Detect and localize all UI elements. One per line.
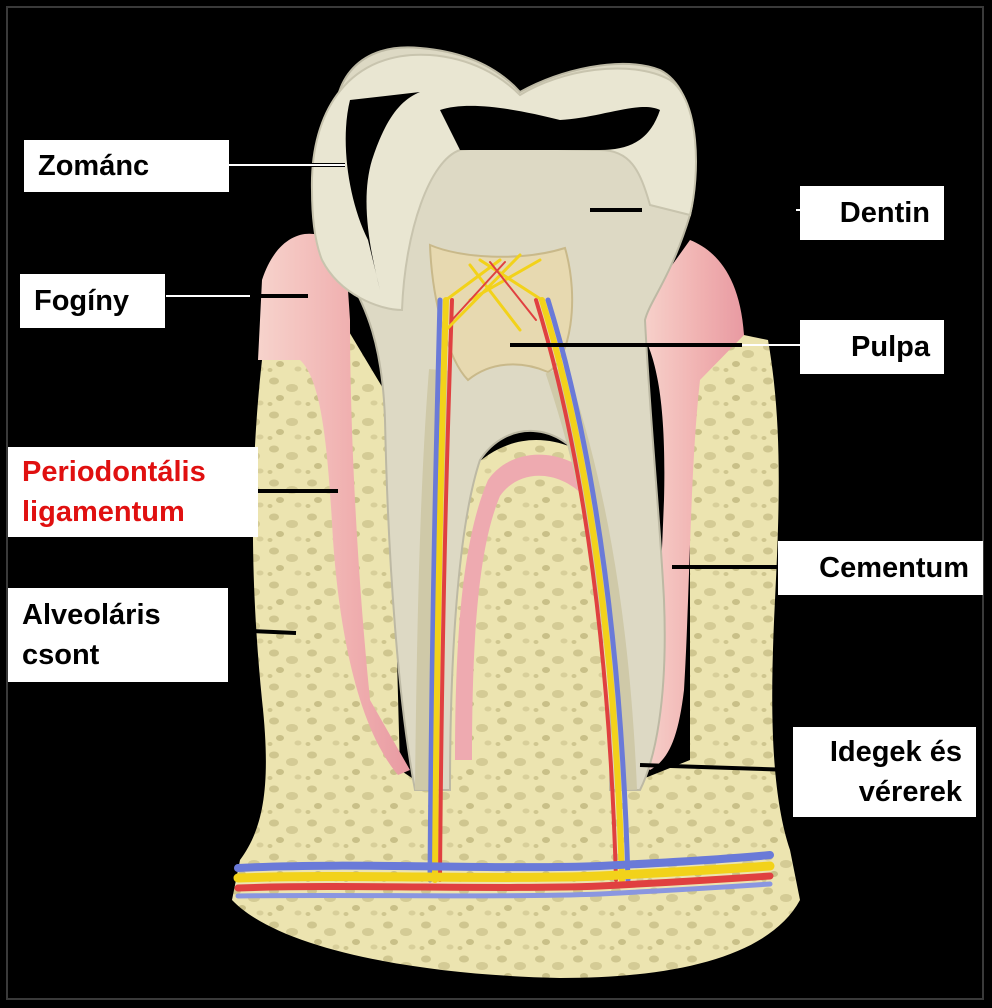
label-gum: Fogíny [20,274,165,328]
label-periodontal-line1: Periodontális [22,456,206,488]
leader-nerves [639,763,793,772]
label-periodontal-line2: ligamentum [22,496,185,528]
alveolar-bone-shape [232,300,800,978]
crown-shadow-top [440,105,660,150]
main-vessel-bundle [233,851,775,899]
gum-right-shape [640,240,744,770]
label-enamel: Zománc [24,140,229,192]
inner-ligament-shape [455,454,622,760]
leader-alveolar [227,628,297,635]
label-periodontal-ligament: Periodontális ligamentum [8,447,258,537]
label-alveolar-bone: Alveoláris csont [8,588,228,682]
label-pulp: Pulpa [800,320,944,374]
label-nerves-line2: vérerek [858,776,962,808]
crown-shadow-left [345,92,420,290]
label-alveolar-line2: csont [22,639,100,671]
label-dentin: Dentin [800,186,944,240]
label-nerves-vessels: Idegek és vérerek [793,727,976,817]
label-alveolar-line1: Alveoláris [22,599,161,631]
image-frame [6,6,984,1000]
label-nerves-line1: Idegek és [829,736,962,768]
label-cementum: Cementum [778,541,983,595]
nerves-vessels-canals [427,253,631,883]
gum-left-shape [258,233,410,775]
